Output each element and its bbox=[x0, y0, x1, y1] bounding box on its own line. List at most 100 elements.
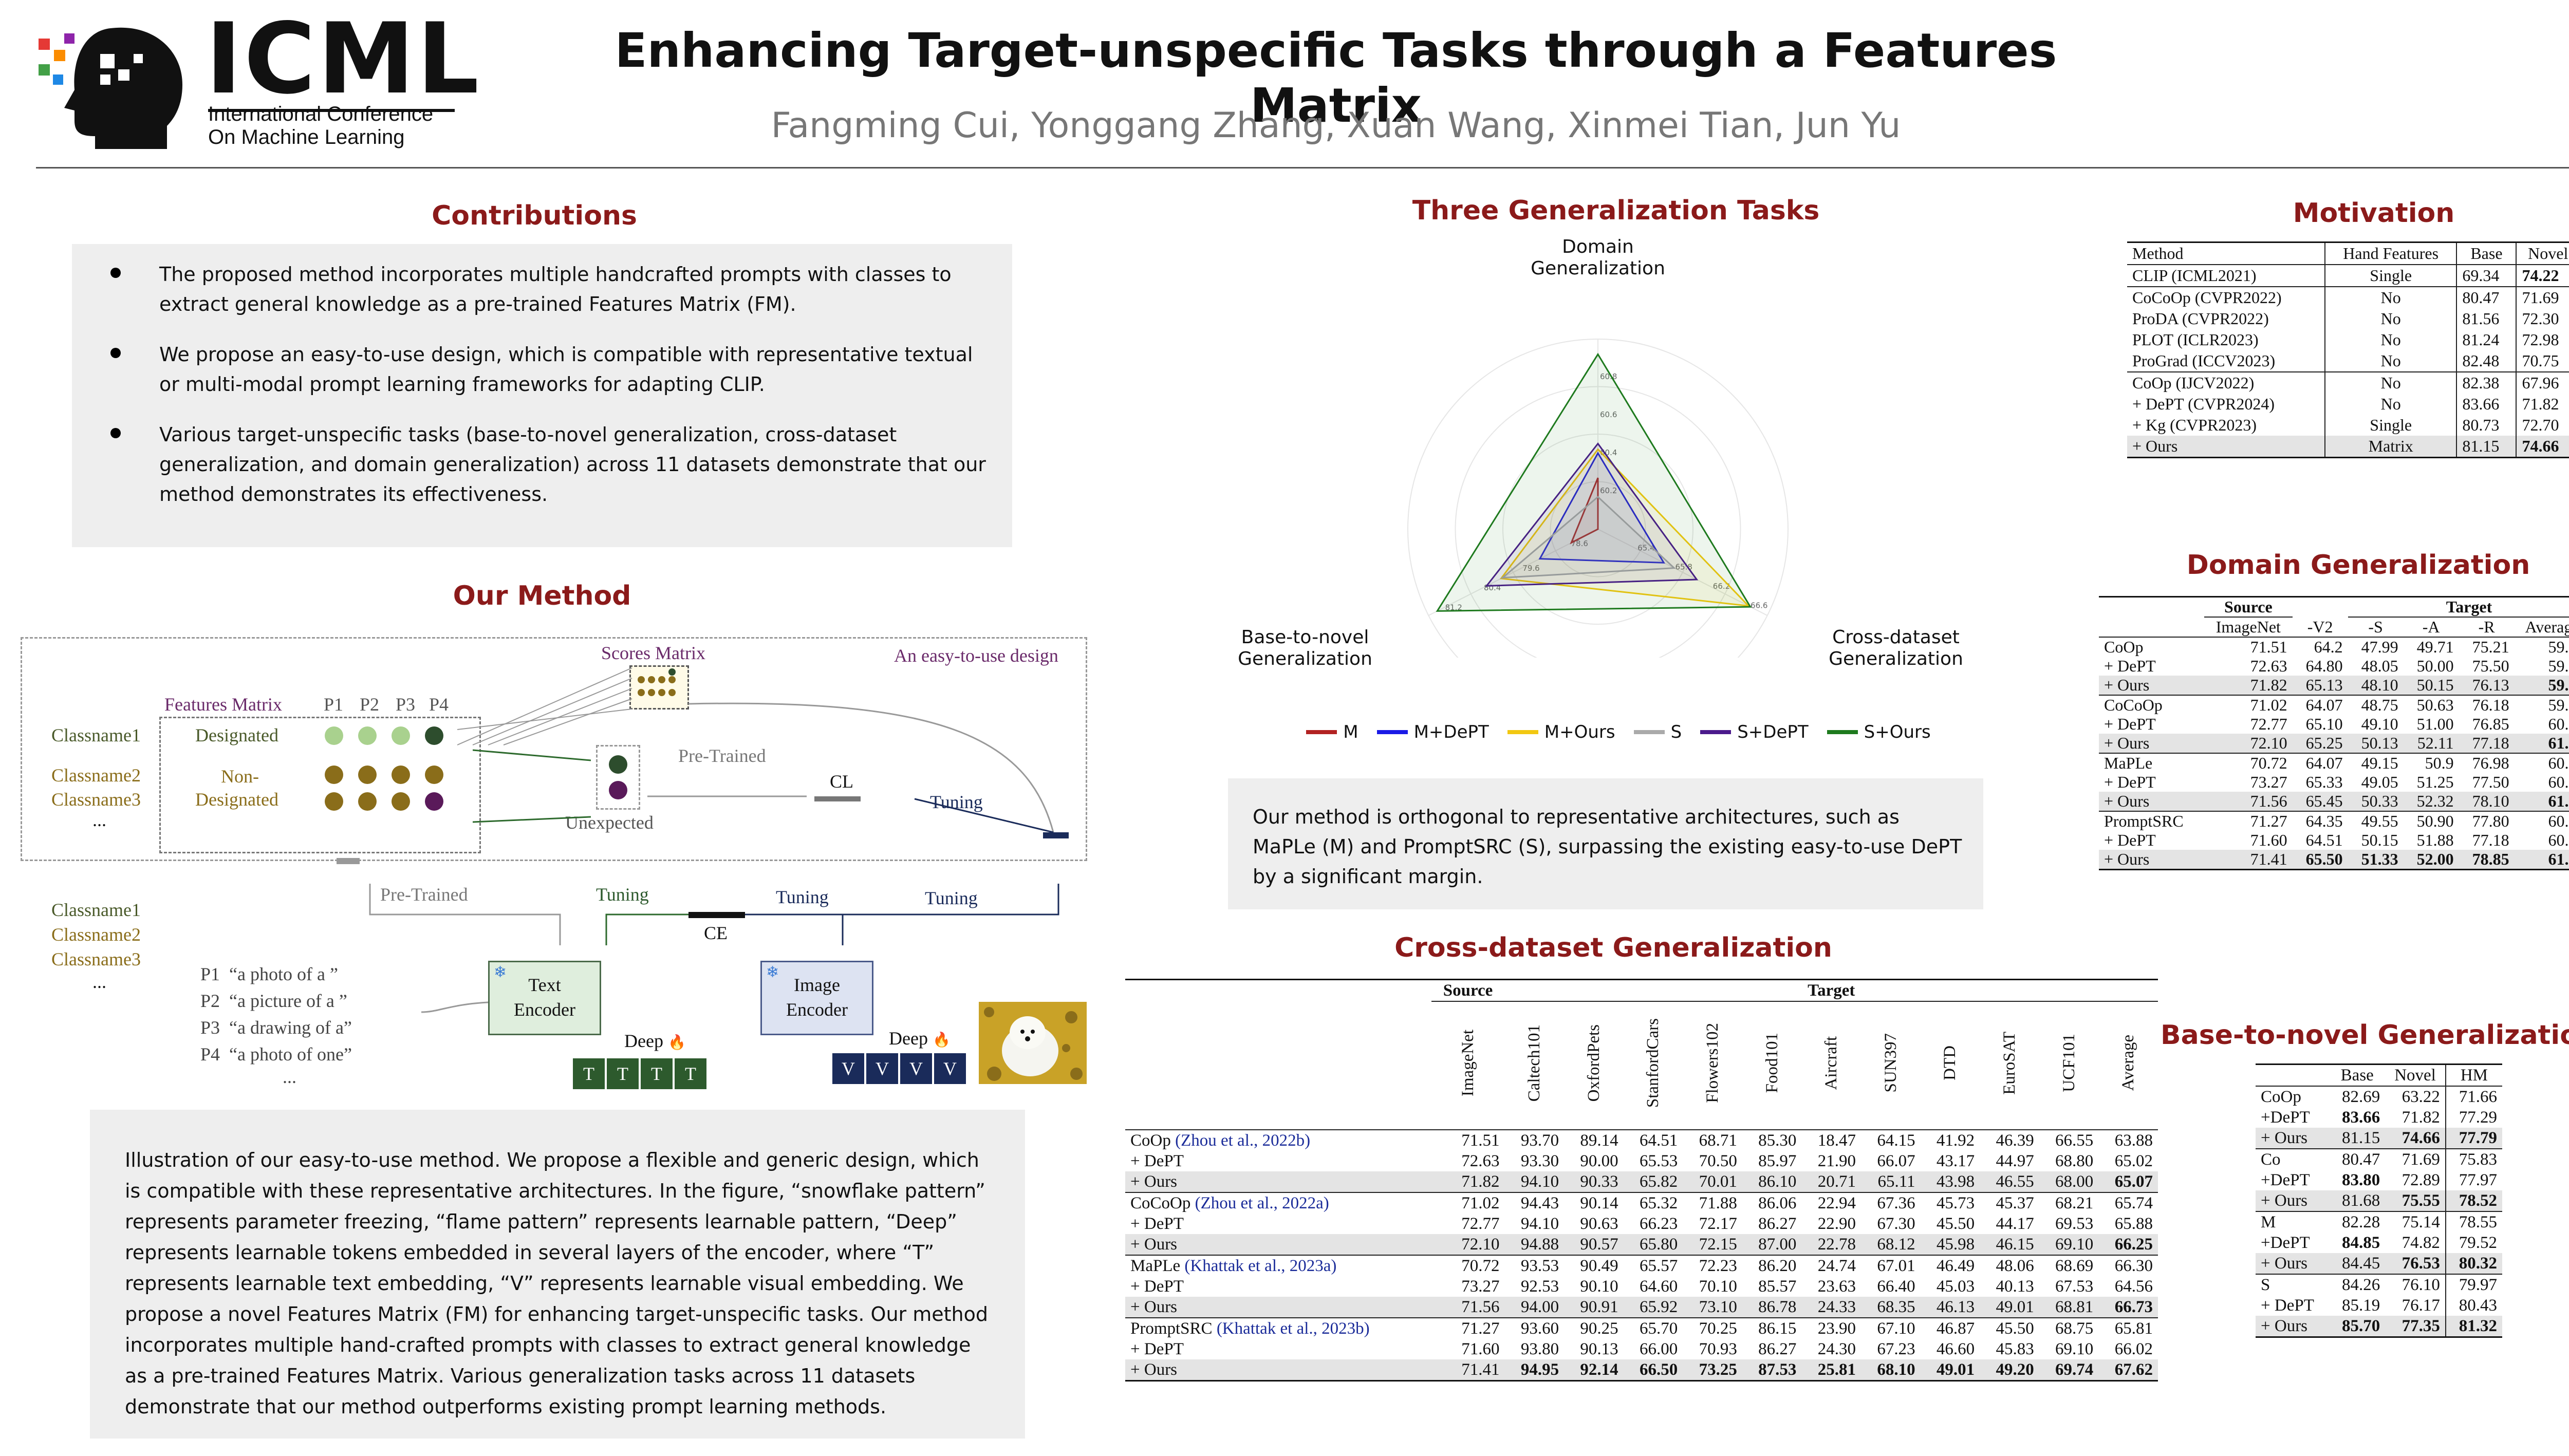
motivation-cell: 81.56 bbox=[2456, 308, 2517, 329]
text-token: T bbox=[675, 1058, 706, 1089]
cross-citation[interactable]: (Khattak et al., 2023a) bbox=[1184, 1257, 1337, 1275]
domain-cell: + Ours bbox=[2099, 676, 2205, 695]
domain-cell: 50.00 bbox=[2416, 657, 2454, 675]
domain-target-header: Target bbox=[2348, 598, 2569, 618]
flame-icon: 🔥 bbox=[667, 1035, 686, 1051]
motivation-cell: 83.66 bbox=[2456, 394, 2517, 415]
cross-cell: 72.23 bbox=[1699, 1257, 1737, 1275]
cross-citation[interactable]: (Zhou et al., 2022a) bbox=[1195, 1194, 1329, 1212]
motivation-cell: 74.66 bbox=[2516, 436, 2569, 457]
text-token: T bbox=[641, 1058, 673, 1089]
cross-cell: 90.33 bbox=[1564, 1171, 1624, 1192]
axis-label-cross-1: Cross-dataset bbox=[1832, 627, 1960, 648]
classname-ellipsis-bottom: ... bbox=[92, 972, 106, 992]
cross-cell: 67.10 bbox=[1877, 1319, 1915, 1338]
text-encoder: ❄ Text Encoder bbox=[488, 961, 601, 1035]
classname-ellipsis: ... bbox=[92, 810, 106, 830]
cross-cell: 45.37 bbox=[1996, 1194, 2034, 1212]
cross-cell: 93.70 bbox=[1520, 1131, 1559, 1150]
b2n-cell: 80.43 bbox=[2445, 1295, 2502, 1316]
cross-cell: 94.10 bbox=[1520, 1215, 1559, 1233]
cross-cell: 90.00 bbox=[1580, 1152, 1618, 1170]
cross-cell: 85.30 bbox=[1758, 1131, 1797, 1150]
method-diagram: An easy-to-use design Scores Matrix Feat… bbox=[21, 632, 1089, 1089]
domain-cell: 72.10 bbox=[2204, 734, 2293, 753]
cross-cell: 45.50 bbox=[1936, 1215, 1975, 1233]
motivation-cell: 71.69 bbox=[2516, 287, 2569, 308]
domain-cell: 60.27 bbox=[2548, 754, 2569, 772]
motivation-cell: 81.24 bbox=[2456, 329, 2517, 350]
radar-tick-label: 66.2 bbox=[1713, 582, 1730, 591]
cross-cell: 45.73 bbox=[1936, 1194, 1975, 1212]
legend-item: M+Ours bbox=[1507, 722, 1615, 742]
cross-citation[interactable]: (Zhou et al., 2022b) bbox=[1175, 1131, 1311, 1150]
cross-cell: 25.81 bbox=[1801, 1359, 1861, 1380]
domain-col-header: -A bbox=[2422, 618, 2440, 636]
snowflake-icon: ❄ bbox=[494, 964, 507, 981]
domain-cell: 65.25 bbox=[2292, 734, 2348, 753]
text-encoder-label-2: Encoder bbox=[514, 999, 575, 1020]
motivation-cell: 67.96 bbox=[2516, 372, 2569, 394]
cross-cell: 66.02 bbox=[2114, 1340, 2153, 1358]
domain-cell: 71.27 bbox=[2250, 812, 2287, 830]
cross-cell: 65.11 bbox=[1860, 1171, 1921, 1192]
domain-cell: 60.78 bbox=[2548, 773, 2569, 791]
visual-token: V bbox=[832, 1053, 864, 1084]
p3-label: P3 bbox=[396, 694, 416, 715]
method-caption: Illustration of our easy-to-use method. … bbox=[125, 1149, 988, 1418]
visual-token: V bbox=[866, 1053, 898, 1084]
b2n-cell: 77.29 bbox=[2445, 1107, 2502, 1128]
motivation-cell: 81.15 bbox=[2456, 436, 2517, 457]
domain-cell: 77.18 bbox=[2472, 831, 2509, 849]
prompt-id: P2 bbox=[200, 991, 220, 1011]
easy-design-box bbox=[21, 637, 1087, 861]
b2n-col-header: HM bbox=[2445, 1065, 2502, 1086]
cross-cell: 46.55 bbox=[1980, 1171, 2039, 1192]
prompt-item: P2 “a picture of a ” bbox=[200, 987, 352, 1014]
cross-cell: 67.23 bbox=[1877, 1340, 1915, 1358]
domain-cell: 64.51 bbox=[2305, 831, 2343, 849]
cross-cell: 90.13 bbox=[1580, 1340, 1618, 1358]
p2-label: P2 bbox=[360, 694, 380, 715]
b2n-cell: M bbox=[2261, 1213, 2276, 1231]
matrix-handle bbox=[337, 858, 360, 864]
cross-cell: 93.80 bbox=[1520, 1340, 1559, 1358]
motivation-cell: 72.30 bbox=[2516, 308, 2569, 329]
cross-col-header: SUN397 bbox=[1881, 1033, 1900, 1093]
logo-rule bbox=[208, 109, 455, 112]
cross-cell: 93.30 bbox=[1520, 1152, 1559, 1170]
domain-cell: 59.58 bbox=[2548, 657, 2569, 675]
cl-label: CL bbox=[830, 771, 854, 792]
domain-cell: 52.32 bbox=[2403, 792, 2459, 811]
cross-cell: 71.02 bbox=[1461, 1194, 1500, 1212]
cross-method-cell: + Ours bbox=[1125, 1171, 1431, 1192]
b2n-cell: + DePT bbox=[2261, 1296, 2314, 1315]
motivation-cell: No bbox=[2324, 329, 2457, 350]
motivation-cell: + DePT (CVPR2024) bbox=[2132, 395, 2275, 413]
axis-label-domain-1: Domain bbox=[1562, 236, 1634, 257]
cross-cell: 46.49 bbox=[1936, 1257, 1975, 1275]
domain-cell: 72.77 bbox=[2250, 715, 2287, 733]
cross-col-header: Food101 bbox=[1762, 1033, 1781, 1093]
cross-cell: 66.50 bbox=[1623, 1359, 1683, 1380]
prompt-id: P1 bbox=[200, 964, 220, 984]
domain-cell: 65.33 bbox=[2305, 773, 2343, 791]
cross-citation[interactable]: (Khattak et al., 2023b) bbox=[1216, 1319, 1370, 1338]
classname2-label: Classname2 bbox=[51, 765, 141, 786]
domain-cell: 49.10 bbox=[2361, 715, 2398, 733]
flame-icon: 🔥 bbox=[932, 1032, 951, 1048]
prompt-text: “a photo of a ” bbox=[229, 964, 338, 984]
cross-cell: 22.94 bbox=[1817, 1194, 1856, 1212]
